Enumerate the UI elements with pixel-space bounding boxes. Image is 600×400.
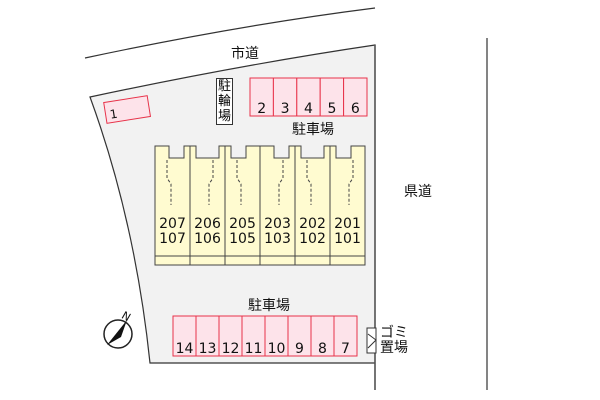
unit-number-upper: 203 <box>264 216 291 232</box>
garbage-station <box>366 327 377 354</box>
unit-number-upper: 202 <box>299 216 326 232</box>
parking-space-10: 10 <box>264 315 289 357</box>
garbage-label-line2: 置場 <box>380 340 408 356</box>
unit-number-lower: 105 <box>229 231 256 247</box>
unit-number-lower: 102 <box>299 231 326 247</box>
parking-space-8: 8 <box>310 315 335 357</box>
parking-number: 6 <box>351 101 360 117</box>
parking-space-3: 3 <box>272 77 298 117</box>
parking-number: 8 <box>318 341 327 357</box>
parking-space-6: 6 <box>343 77 368 117</box>
city-road-label: 市道 <box>231 46 259 62</box>
garbage-door-icon <box>367 333 377 349</box>
unit-number-lower: 107 <box>159 231 186 247</box>
unit-number-lower: 101 <box>334 231 361 247</box>
parking-number: 2 <box>257 101 266 117</box>
parking-number: 3 <box>281 101 290 117</box>
parking-space-9: 9 <box>287 315 312 357</box>
unit-number-lower: 106 <box>194 231 221 247</box>
unit-number-upper: 201 <box>334 216 361 232</box>
parking-space-7: 7 <box>333 315 358 357</box>
parking-space-13: 13 <box>195 315 220 357</box>
parking-space-5: 5 <box>319 77 345 117</box>
parking-number: 7 <box>341 341 350 357</box>
parking-number: 12 <box>222 341 240 357</box>
parking-space-11: 11 <box>241 315 266 357</box>
parking-space-2: 2 <box>249 77 274 117</box>
parking-number: 9 <box>295 341 304 357</box>
parking-label-bottom: 駐車場 <box>248 298 290 314</box>
parking-label-top: 駐車場 <box>292 122 334 138</box>
garbage-label: ゴミ置場 <box>380 326 408 356</box>
parking-space-14: 14 <box>172 315 197 357</box>
unit-number-upper: 207 <box>159 216 186 232</box>
parking-number: 11 <box>245 341 263 357</box>
parking-number: 13 <box>199 341 217 357</box>
parking-number: 14 <box>176 341 194 357</box>
parking-space-1: 1 <box>103 95 152 124</box>
parking-space-4: 4 <box>296 77 321 117</box>
parking-number: 1 <box>109 107 119 122</box>
city-road-edge <box>84 7 376 59</box>
north-compass-icon <box>103 319 133 349</box>
parking-number: 10 <box>268 341 286 357</box>
garbage-label-line1: ゴミ <box>380 325 408 341</box>
unit-number-upper: 206 <box>194 216 221 232</box>
prefectural-road-label: 県道 <box>404 184 432 200</box>
unit-number-lower: 103 <box>264 231 291 247</box>
bicycle-parking: 駐輪場 <box>216 78 233 125</box>
parking-number: 4 <box>304 101 313 117</box>
unit-number-upper: 205 <box>229 216 256 232</box>
parking-number: 5 <box>327 101 336 117</box>
parking-space-12: 12 <box>218 315 243 357</box>
